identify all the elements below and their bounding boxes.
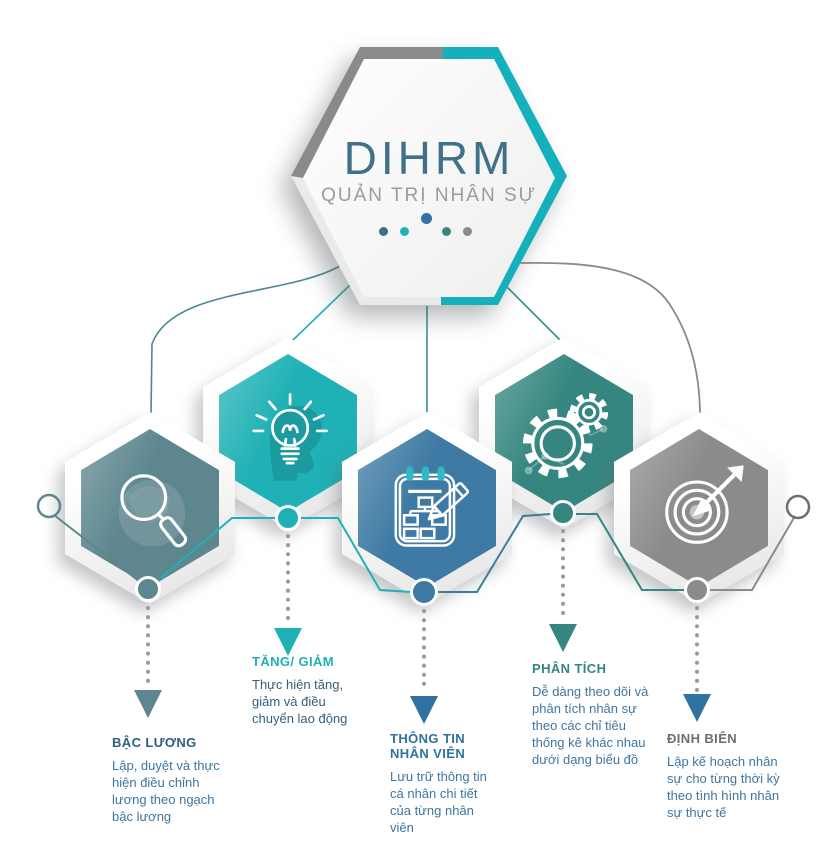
- item-label: ĐỊNH BIÊN: [667, 731, 738, 746]
- item-label: PHÂN TÍCH: [532, 661, 607, 676]
- deco-dot-top: [421, 213, 432, 224]
- hexagon-dinh-bien: [614, 412, 784, 604]
- item-label: TĂNG/ GIẢM: [252, 654, 334, 669]
- deco-dot-3: [442, 227, 451, 236]
- arrow-down-hex4: [549, 624, 577, 652]
- arrow-down-hex1: [134, 690, 162, 718]
- item-tang-giam: TĂNG/ GIẢM Thực hiện tăng, giảm và điều …: [252, 654, 364, 727]
- hexagon-white-face: [303, 59, 555, 297]
- notebook-orgchart-icon: [394, 466, 470, 547]
- idea-lightbulb-icon: [252, 393, 328, 481]
- brand-title: DIHRM: [343, 132, 515, 184]
- main-hexagon-content: DIHRM QUẢN TRỊ NHÂN SỰ: [291, 47, 567, 305]
- gears-icon: [522, 392, 609, 479]
- end-node-left: [36, 493, 62, 519]
- item-label: THÔNG TIN NHÂN VIÊN: [390, 731, 466, 761]
- arrow-down-hex2: [274, 628, 302, 656]
- end-node-right: [785, 494, 811, 520]
- arrow-down-hex5: [683, 694, 711, 722]
- main-hexagon-frame: [291, 47, 567, 305]
- item-description: Lập kế hoạch nhân sự cho từng thời kỳ th…: [667, 754, 780, 820]
- target-arrow-icon: [665, 465, 744, 544]
- item-label: BẬC LƯƠNG: [112, 735, 197, 750]
- deco-dot-1: [379, 227, 388, 236]
- deco-dot-2: [400, 227, 409, 236]
- magnifier-globe-icon: [118, 474, 188, 548]
- hexagon-thong-tin-nhan-vien: [342, 412, 512, 604]
- item-phan-tich: PHÂN TÍCH Dễ dàng theo dõi và phân tích …: [532, 661, 660, 768]
- item-description: Dễ dàng theo dõi và phân tích nhân sự th…: [532, 684, 649, 767]
- brand-subtitle: QUẢN TRỊ NHÂN SỰ: [321, 185, 537, 206]
- arrow-down-hex3: [410, 696, 438, 724]
- deco-dot-4: [463, 227, 472, 236]
- item-description: Lập, duyệt và thực hiện điều chỉnh lương…: [112, 758, 220, 824]
- item-thong-tin-nhan-vien: THÔNG TIN NHÂN VIÊN Lưu trữ thông tin cá…: [390, 731, 492, 836]
- item-dinh-bien: ĐỊNH BIÊN Lập kế hoạch nhân sự cho từng …: [667, 731, 785, 821]
- main-hexagon: DIHRM QUẢN TRỊ NHÂN SỰ: [291, 47, 567, 305]
- hexagon-bac-luong: [65, 412, 235, 604]
- item-description: Lưu trữ thông tin cá nhân chi tiết của t…: [390, 769, 487, 835]
- item-description: Thực hiện tăng, giảm và điều chuyển lao …: [252, 677, 348, 726]
- item-bac-luong: BẬC LƯƠNG Lập, duyệt và thực hiện điều c…: [112, 735, 236, 825]
